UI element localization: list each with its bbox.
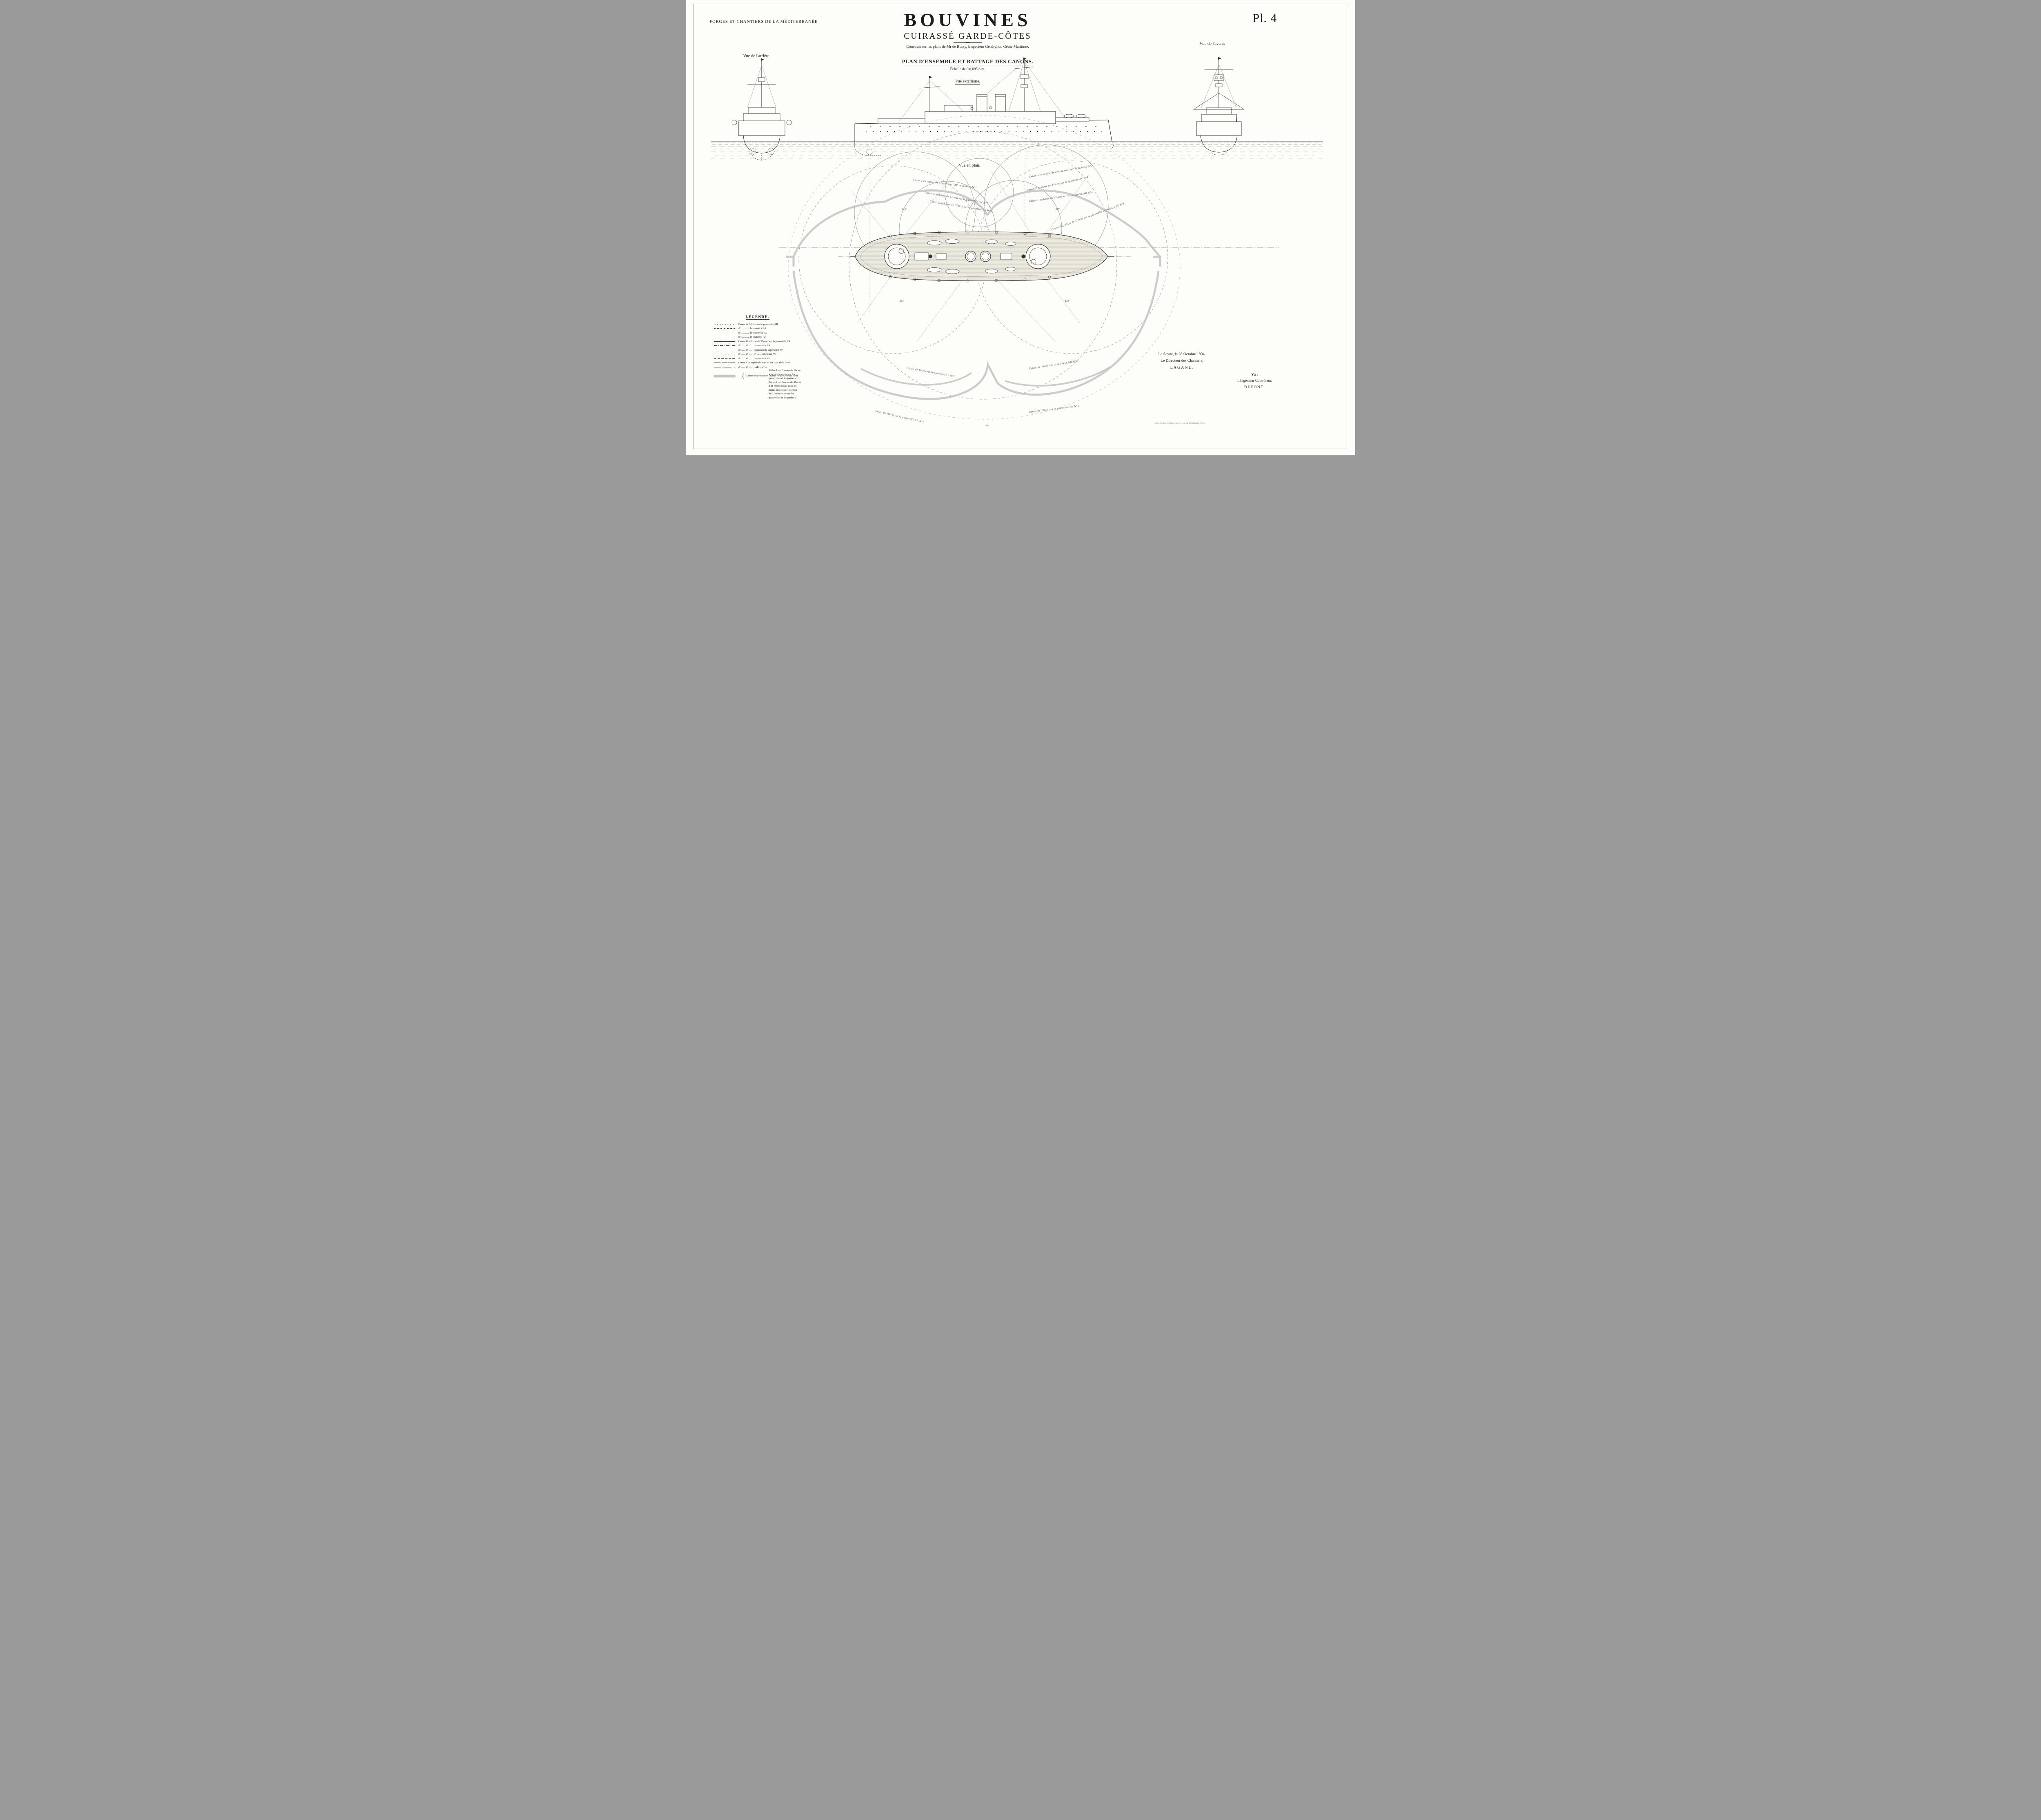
legend-row: d° ...... d° ...... le spardeck AR: [714, 344, 808, 348]
side-elevation-drawing: [854, 58, 1114, 156]
legend-row: d° ...... d° ...... la passerelle supéri…: [714, 348, 808, 352]
company-name: FORGES ET CHANTIERS DE LA MÉDITERRANÉE: [709, 20, 818, 24]
legend-item-label: d° ...... d° ...... d° ...... inférieure…: [738, 353, 776, 356]
controller-signature-block: Vu : L'Ingénieur Contrôleur, DUPONT.: [1224, 372, 1285, 391]
ship-subtitle: CUIRASSÉ GARDE-CÔTES: [904, 31, 1032, 41]
protection-limit-line: [786, 189, 1161, 400]
legend-title: LÉGENDE.: [745, 315, 769, 320]
drawing-sheet: FORGES ET CHANTIERS DE LA MÉDITERRANÉE P…: [686, 0, 1355, 455]
brace-glyph: {: [741, 372, 745, 380]
protection-limit-row: { Limite de protection la plus rapproché…: [714, 373, 808, 380]
legend-row: d° ............ le spardeck AV: [714, 335, 808, 340]
printer-imprint: Grav. & Imp. L. Courtier, 43, rue de Dun…: [1154, 423, 1206, 425]
director-name: LAGANE.: [1170, 365, 1194, 370]
stern-view-label: Vue de l'arrière.: [743, 54, 771, 58]
arc-angle-label: 154°: [901, 207, 907, 211]
legend-item-label: d° ...... d° ...... le spardeck AR: [738, 344, 771, 347]
legend-item-label: d° ............ le spardeck AR: [738, 327, 767, 330]
legend-row: d° ............ la passerelle AV: [714, 331, 808, 335]
plan-view-label: Vue en plan.: [958, 163, 980, 168]
legend-item-label: d° ...... d° ...... l'AR ... d° ...: [738, 365, 767, 369]
legend-side-note: Tribord. — Canons de 10c/m à tir rapide …: [769, 369, 801, 399]
scale-note: Échelle de 0m,005 p/m.: [950, 67, 985, 71]
protection-line-sample: [714, 375, 735, 377]
ship-title: BOUVINES: [904, 9, 1032, 30]
plate-number: Pl. 4: [1252, 11, 1277, 25]
sheet-border: [693, 4, 1347, 449]
legend-item-label: Canon à tir rapide de 47m/m sur l'AV de …: [738, 361, 790, 365]
plan-view-hull: [850, 230, 1114, 427]
designer-credit: Construit sur les plans de Mr de Bussy, …: [906, 45, 1029, 49]
legend-row: d° ...... d° ...... le spardeck AV: [714, 356, 808, 361]
legend-item-label: d° ............ la passerelle AV: [738, 331, 767, 334]
legend-line-sample: [714, 358, 735, 359]
legend-row: Canon de 10c/m sur la passerelle AR: [714, 322, 808, 327]
legend-line-sample: [714, 345, 735, 346]
controller-name: DUPONT.: [1244, 385, 1265, 389]
ship-drawings: [710, 57, 1323, 427]
director-title: Le Directeur des Chantiers,: [1161, 359, 1203, 363]
exterior-view-note: Vue extérieure.: [955, 79, 980, 85]
legend-row: Canon à tir rapide de 47m/m sur l'AV de …: [714, 361, 808, 365]
waterline-hatching: [710, 141, 1323, 159]
plan-title: PLAN D'ENSEMBLE ET BATTAGE DES CANONS.: [902, 58, 1034, 65]
controller-title: L'Ingénieur Contrôleur,: [1237, 378, 1272, 383]
legend: LÉGENDE. Canon de 10c/m sur la passerell…: [714, 313, 808, 380]
legend-item-label: d° ...... d° ...... la passerelle supéri…: [738, 348, 783, 352]
director-signature-block: La Seyne, le 28 Octobre 1894. Le Directe…: [1147, 351, 1217, 371]
legend-row: Canon Hotchkiss de 37m/m sur la passerel…: [714, 339, 808, 344]
vu-label: Vu :: [1251, 372, 1258, 376]
arc-angle-label: 120°: [1054, 207, 1060, 211]
legend-row: d° ...... d° ...... l'AR ... d° ...: [714, 365, 808, 369]
stern-view-drawing: [731, 58, 791, 161]
bow-view-label: Vue de l'avant.: [1199, 42, 1225, 46]
legend-item-label: Canon Hotchkiss de 37m/m sur la passerel…: [738, 340, 791, 343]
protection-limit-label: Limite de protection la plus rapprochée …: [746, 374, 798, 378]
legend-item-label: Canon de 10c/m sur la passerelle AR: [738, 323, 778, 326]
arc-angle-label: 134°: [1065, 299, 1070, 303]
legend-row: d° ...... d° ...... d° ...... inférieure…: [714, 352, 808, 357]
arc-angle-label: 125°: [898, 299, 904, 303]
legend-line-sample: [714, 324, 735, 325]
title-rule-ornament: [953, 42, 982, 44]
place-date: La Seyne, le 28 Octobre 1894.: [1158, 352, 1206, 356]
legend-line-sample: [714, 328, 735, 329]
legend-line-sample: [714, 341, 735, 342]
bow-view-drawing: [1193, 57, 1244, 156]
legend-row: d° ............ le spardeck AR: [714, 327, 808, 331]
legend-item-label: d° ...... d° ...... le spardeck AV: [738, 357, 770, 360]
legend-item-label: d° ............ le spardeck AV: [738, 336, 767, 339]
